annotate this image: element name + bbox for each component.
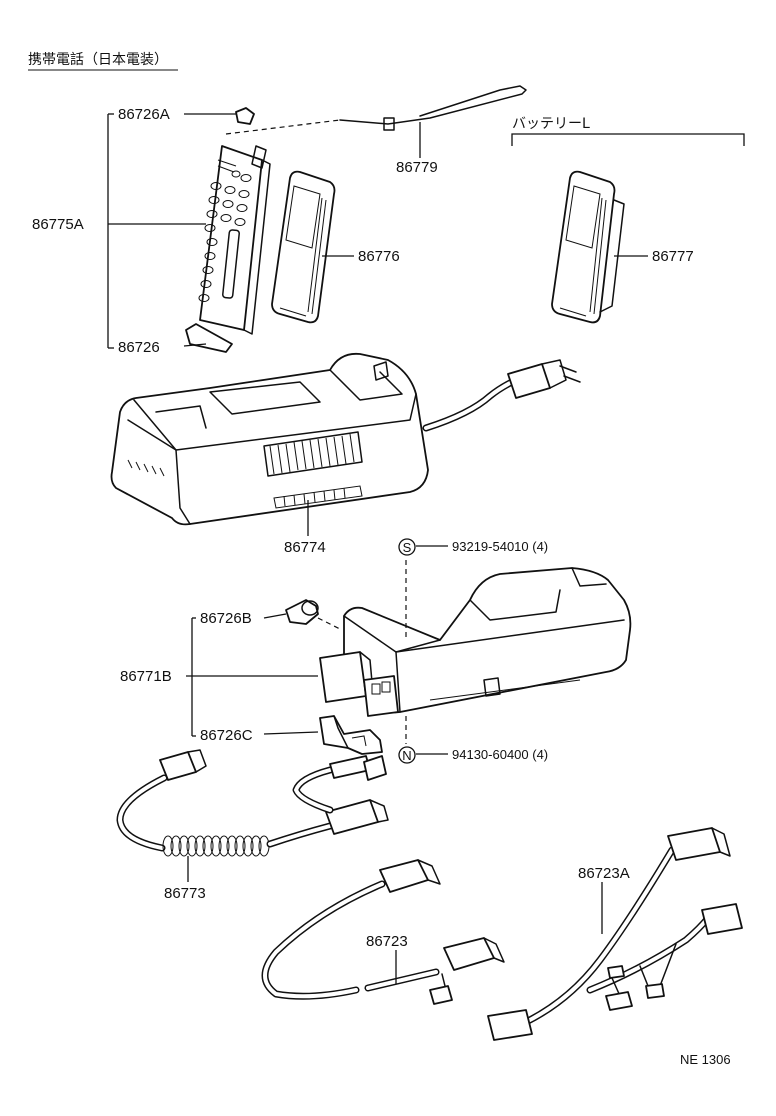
harness-86723 (261, 859, 505, 1005)
label-86777: 86777 (652, 248, 694, 265)
nut-symbol: N (398, 746, 416, 764)
charger-86774 (110, 352, 581, 526)
battery-86776 (271, 170, 336, 324)
label-86776: 86776 (358, 248, 400, 265)
label-86726A: 86726A (118, 106, 170, 123)
clip-86726-shape (185, 323, 233, 353)
battery-86777 (551, 170, 625, 324)
label-86726: 86726 (118, 339, 160, 356)
nut-symbol-letter: N (402, 748, 411, 763)
cable-86773 (116, 749, 389, 857)
label-93219-54010: 93219-54010 (4) (452, 539, 548, 554)
screw-symbol-letter: S (403, 540, 412, 555)
battery-l-bracket (511, 133, 745, 146)
diagram-code: NE 1306 (680, 1052, 731, 1067)
label-86723A: 86723A (578, 865, 630, 882)
label-86774: 86774 (284, 539, 326, 556)
bracket-86726C (319, 715, 383, 755)
label-86773: 86773 (164, 885, 206, 902)
label-86726B: 86726B (200, 610, 252, 627)
battery-l-label: バッテリーL (512, 116, 590, 132)
label-86723: 86723 (366, 933, 408, 950)
screw-symbol: S (398, 538, 416, 556)
knob-86726B (285, 599, 319, 625)
clip-86726A-shape (235, 107, 255, 125)
strap-86779 (225, 85, 527, 135)
label-86775A: 86775A (32, 216, 84, 233)
label-86779: 86779 (396, 159, 438, 176)
handset-86775A (185, 107, 271, 353)
diagram-title: 携帯電話（日本電装） (28, 51, 168, 68)
leader-lines (107, 113, 648, 984)
label-86771B: 86771B (120, 668, 172, 685)
cradle-86771B (319, 567, 632, 717)
knob-dash (317, 617, 343, 631)
label-86726C: 86726C (200, 727, 253, 744)
harness-86723A (487, 827, 743, 1041)
label-94130-60400: 94130-60400 (4) (452, 747, 548, 762)
